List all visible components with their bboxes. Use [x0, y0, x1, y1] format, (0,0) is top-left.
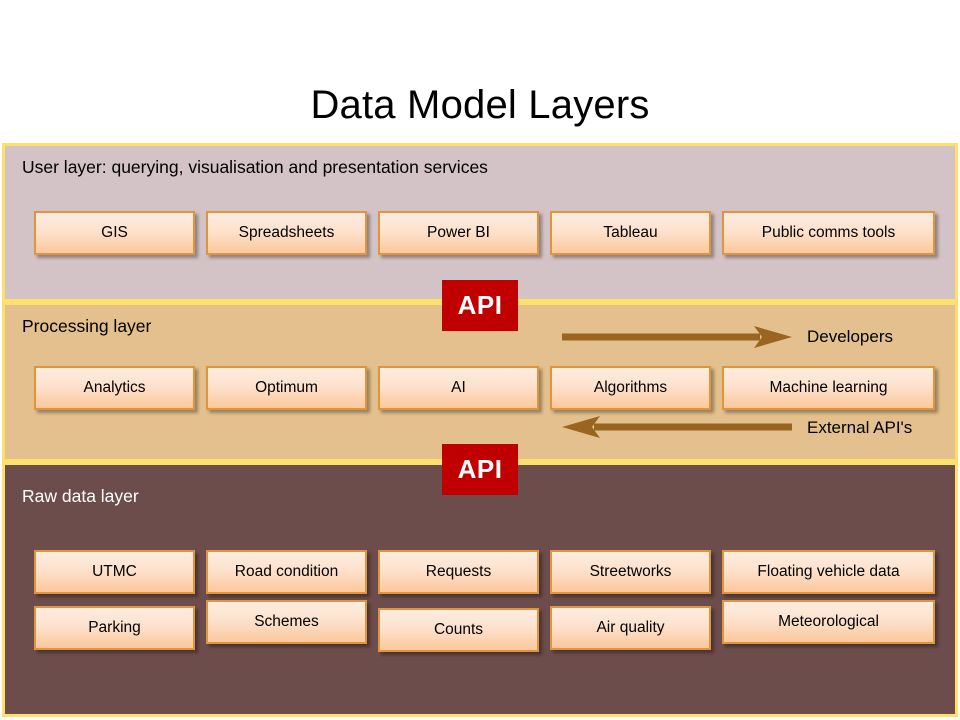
node-box[interactable]: Air quality — [550, 606, 711, 650]
node-box-label: Spreadsheets — [238, 224, 335, 241]
node-box[interactable]: Machine learning — [722, 366, 935, 410]
arrow-developers — [562, 320, 792, 354]
node-box-label: Analytics — [83, 379, 146, 396]
node-box-label: Power BI — [427, 224, 490, 241]
node-box-label: Floating vehicle data — [757, 563, 900, 580]
node-box-label: Schemes — [254, 613, 319, 630]
api-badge-user-processing: API — [442, 280, 518, 331]
page-title: Data Model Layers — [310, 82, 650, 127]
node-box-label: Air quality — [596, 619, 665, 636]
node-box-label: Public comms tools — [761, 224, 896, 241]
node-box-label: GIS — [101, 224, 128, 241]
arrow-right-icon — [562, 326, 792, 348]
node-box-label: Requests — [425, 563, 492, 580]
node-box[interactable]: Public comms tools — [722, 211, 935, 255]
node-box-label: Algorithms — [593, 379, 668, 396]
node-box[interactable]: Analytics — [34, 366, 195, 410]
api-badge-processing-raw: API — [442, 444, 518, 495]
arrow-left-icon — [562, 416, 792, 438]
layer-label-user: User layer: querying, visualisation and … — [22, 157, 488, 177]
node-box-label: Optimum — [255, 379, 318, 396]
node-box[interactable]: Optimum — [206, 366, 367, 410]
node-box[interactable]: GIS — [34, 211, 195, 255]
node-box[interactable]: Road condition — [206, 550, 367, 594]
node-box[interactable]: AI — [378, 366, 539, 410]
node-box-label: Counts — [433, 621, 484, 638]
node-box[interactable]: Algorithms — [550, 366, 711, 410]
arrow-external-apis — [562, 410, 792, 444]
layer-label-processing: Processing layer — [22, 316, 152, 336]
node-box[interactable]: Schemes — [206, 600, 367, 644]
node-box-label: Machine learning — [769, 379, 888, 396]
node-box[interactable]: UTMC — [34, 550, 195, 594]
node-box[interactable]: Streetworks — [550, 550, 711, 594]
node-box[interactable]: Power BI — [378, 211, 539, 255]
node-box[interactable]: Tableau — [550, 211, 711, 255]
arrow-label-developers: Developers — [807, 327, 893, 346]
node-box[interactable]: Parking — [34, 606, 195, 650]
node-box[interactable]: Spreadsheets — [206, 211, 367, 255]
node-box[interactable]: Meteorological — [722, 600, 935, 644]
node-box[interactable]: Requests — [378, 550, 539, 594]
arrow-label-external-apis: External API's — [807, 418, 913, 437]
layer-label-raw: Raw data layer — [22, 486, 139, 506]
node-box-label: Road condition — [234, 563, 339, 580]
node-box-label: Streetworks — [589, 563, 672, 580]
node-box-label: Parking — [88, 619, 141, 636]
node-box[interactable]: Floating vehicle data — [722, 550, 935, 594]
node-box-label: Meteorological — [778, 613, 879, 630]
node-box-label: UTMC — [92, 563, 137, 580]
node-box-label: AI — [451, 379, 466, 396]
node-box-label: Tableau — [603, 224, 658, 241]
node-box[interactable]: Counts — [378, 608, 539, 652]
